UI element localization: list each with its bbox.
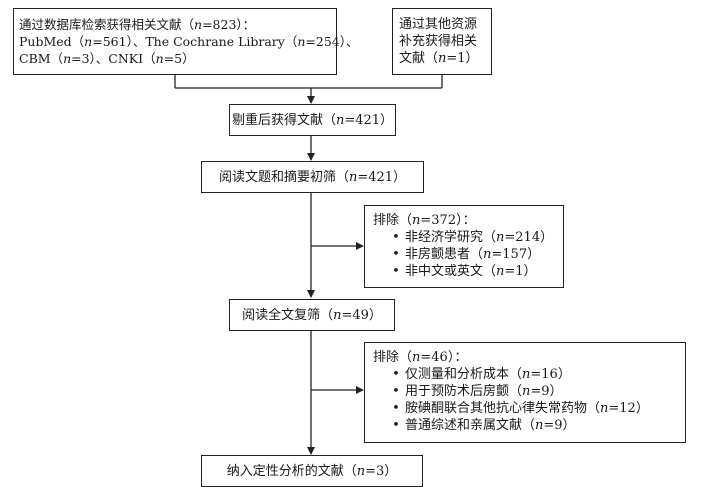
- after-dedup-box: 剔重后获得文献（n=421）: [229, 104, 396, 136]
- exclusion-2-item: 普通综述和亲属文献（n=9）: [387, 417, 649, 434]
- included-label: 纳入定性分析的文献（n=3）: [226, 464, 398, 479]
- fulltext-screen-box: 阅读全文复筛（n=49）: [229, 299, 395, 331]
- other-sources-line-3: 文献（n=1）: [399, 51, 479, 66]
- fulltext-screen-label: 阅读全文复筛（n=49）: [242, 308, 382, 323]
- title-abstract-screen-label: 阅读文题和摘要初筛（n=421）: [218, 170, 407, 185]
- exclusion-2-item: 用于预防术后房颤（n=9）: [387, 383, 649, 400]
- database-search-line-1: 通过数据库检索获得相关文献（n=823）：: [19, 17, 256, 32]
- exclusion-box-1: 排除（n=372）： 非经济学研究（n=214） 非房颤患者（n=157） 非中…: [364, 205, 564, 288]
- included-box: 纳入定性分析的文献（n=3）: [201, 455, 423, 487]
- exclusion-1-item: 非经济学研究（n=214）: [387, 229, 553, 246]
- exclusion-2-title: 排除（n=46）：: [373, 350, 468, 365]
- database-search-line-2: PubMed（n=561）、The Cochrane Library（n=254…: [19, 34, 359, 49]
- exclusion-1-item: 非中文或英文（n=1）: [387, 263, 553, 280]
- other-sources-line-1: 通过其他资源: [399, 17, 478, 32]
- exclusion-2-item: 仅测量和分析成本（n=16）: [387, 366, 649, 383]
- title-abstract-screen-box: 阅读文题和摘要初筛（n=421）: [201, 161, 424, 193]
- exclusion-2-item: 胺碘酮联合其他抗心律失常药物（n=12）: [387, 400, 649, 417]
- database-search-line-3: CBM（n=3）、CNKI（n=5）: [19, 51, 195, 66]
- exclusion-1-title: 排除（n=372）：: [373, 213, 476, 228]
- exclusion-1-item: 非房颤患者（n=157）: [387, 246, 553, 263]
- other-sources-line-2: 补充获得相关: [399, 34, 478, 49]
- database-search-box: 通过数据库检索获得相关文献（n=823）： PubMed（n=561）、The …: [13, 8, 359, 75]
- other-sources-box: 通过其他资源 补充获得相关 文献（n=1）: [392, 8, 492, 75]
- exclusion-box-2: 排除（n=46）： 仅测量和分析成本（n=16） 用于预防术后房颤（n=9） 胺…: [364, 342, 686, 443]
- after-dedup-label: 剔重后获得文献（n=421）: [231, 113, 394, 128]
